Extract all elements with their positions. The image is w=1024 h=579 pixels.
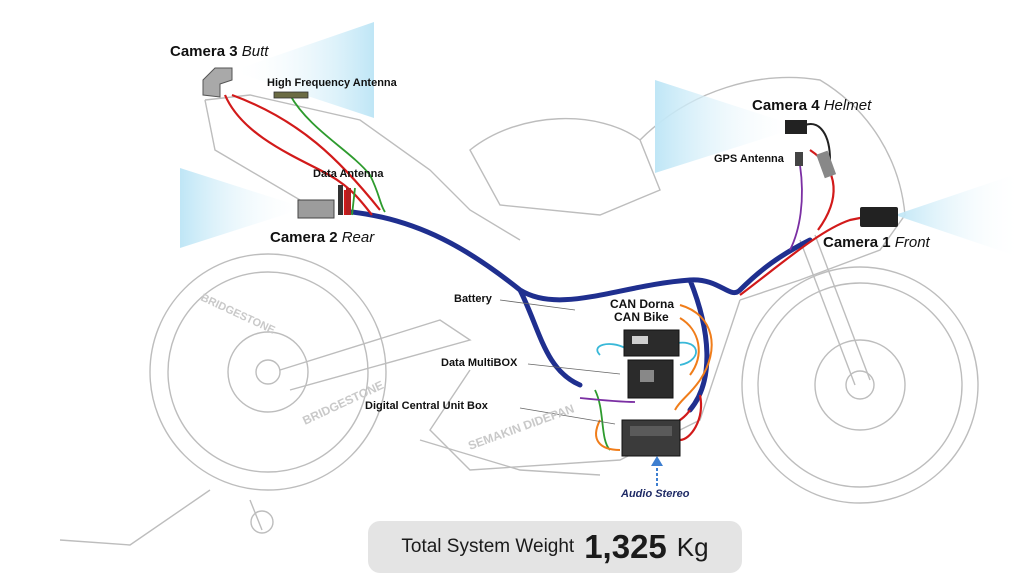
main-harness [349, 209, 813, 413]
camera-4-name: Camera 4 [752, 97, 820, 114]
camera-1-name: Camera 1 [823, 234, 891, 251]
antenna-icon [273, 91, 309, 99]
green-cables [289, 94, 611, 451]
can-dorna-label: CAN Dorna [610, 297, 675, 311]
total-weight-unit: Kg [676, 531, 709, 562]
camera-3-beam [232, 22, 374, 118]
camera-3-label: Camera 3 Butt [170, 43, 268, 60]
camera-2-position: Rear [341, 229, 375, 246]
data-multibox-label: Data MultiBOX [441, 357, 518, 369]
camera-3-position: Butt [241, 43, 269, 60]
leader-lines [499, 299, 621, 425]
svg-text:BRIDGESTONE: BRIDGESTONE [199, 292, 277, 337]
camera-icon [785, 120, 837, 179]
data-antenna-label: Data Antenna [313, 168, 384, 180]
bike-outline [59, 76, 979, 546]
camera-1-beam [895, 172, 1022, 258]
audio-stereo-label: Audio Stereo [621, 488, 690, 500]
camera-1-position: Front [894, 234, 930, 251]
total-weight-label: Total System Weight [401, 536, 575, 557]
camera-2-name: Camera 2 [270, 229, 338, 246]
camera-icon [297, 185, 351, 219]
camera-4-position: Helmet [823, 97, 872, 114]
camera-icon [860, 207, 898, 227]
camera-2-label: Camera 2 Rear [270, 229, 374, 246]
high-frequency-antenna-label: High Frequency Antenna [267, 77, 397, 89]
battery-label: Battery [454, 293, 492, 305]
arrow-up-icon [651, 456, 663, 486]
camera-4-beam [655, 80, 800, 173]
camera-2-beam [180, 168, 305, 248]
digital-central-unit-box-label: Digital Central Unit Box [365, 400, 488, 412]
total-weight-value: 1,325 [584, 528, 667, 565]
gps-antenna-label: GPS Antenna [714, 153, 784, 165]
camera-4-label: Camera 4 Helmet [752, 97, 871, 114]
can-bike-label: CAN Bike [614, 310, 669, 324]
camera-1-label: Camera 1 Front [823, 234, 930, 251]
box-icon [621, 329, 681, 457]
orange-cables [595, 304, 713, 451]
camera-icon [202, 67, 233, 98]
total-weight-panel: Total System Weight 1,325 Kg [368, 521, 742, 573]
camera-3-name: Camera 3 [170, 43, 238, 60]
